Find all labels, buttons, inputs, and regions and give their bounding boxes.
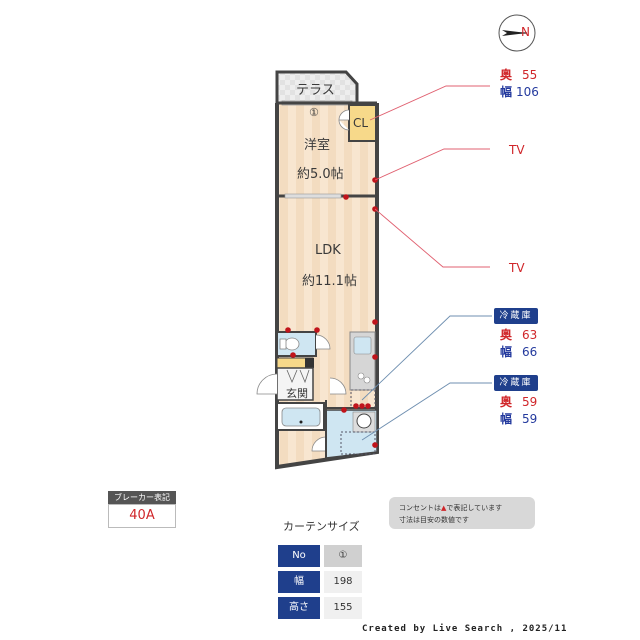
ldk-area: 約11.1帖 <box>302 274 357 289</box>
credit-text: Created by Live Search , 2025/11 <box>362 624 568 634</box>
ldk-label: LDK <box>315 243 341 258</box>
fridge-badge-2: 冷蔵庫 <box>494 375 538 391</box>
fridge-dimensions-2: 奥 59 幅 59 <box>500 394 537 428</box>
curtain-header-width: 幅 <box>278 571 320 593</box>
compass: N <box>497 13 537 53</box>
curtain-value-height: 155 <box>324 597 362 619</box>
western-room-label: 洋室 <box>304 138 331 153</box>
closet-label: CL <box>353 116 369 130</box>
depth-key: 奥 <box>500 395 513 409</box>
note-line1-pre: コンセントは <box>399 504 441 512</box>
note-box: コンセントは▲で表記しています 寸法は目安の数値です <box>389 497 535 529</box>
fridge2-width: 59 <box>522 412 538 426</box>
breaker-value: 40A <box>108 504 176 528</box>
western-room-area: 約5.0帖 <box>297 167 344 182</box>
breaker-title: ブレーカー表記 <box>108 491 176 504</box>
compass-north-icon <box>498 14 536 52</box>
closet-depth: 55 <box>522 68 538 82</box>
width-key: 幅 <box>500 412 513 426</box>
outlet-mark-icon: ▲ <box>441 504 447 512</box>
closet-width: 106 <box>516 85 539 99</box>
fridge-badge-1: 冷蔵庫 <box>494 308 538 324</box>
note-line2: 寸法は目安の数値です <box>399 516 469 524</box>
terrace-label: テラス <box>296 83 335 98</box>
curtain-value-no: ① <box>324 545 362 567</box>
fridge2-depth: 59 <box>522 395 538 409</box>
curtain-header-height: 高さ <box>278 597 320 619</box>
fridge-dimensions-1: 奥 63 幅 66 <box>500 327 537 361</box>
tv-label-1: TV <box>509 143 525 157</box>
width-key: 幅 <box>500 345 513 359</box>
fridge1-depth: 63 <box>522 328 538 342</box>
curtain-title: カーテンサイズ <box>283 520 360 533</box>
curtain-header-no: No <box>278 545 320 567</box>
depth-key: 奥 <box>500 328 513 342</box>
window-marker: ① <box>309 106 319 119</box>
compass-label: N <box>521 25 530 39</box>
tv-label-2: TV <box>509 261 525 275</box>
depth-key: 奥 <box>500 68 513 82</box>
width-key: 幅 <box>500 85 513 99</box>
curtain-value-width: 198 <box>324 571 362 593</box>
entrance-label: 玄関 <box>286 387 308 400</box>
note-line1-post: で表記しています <box>446 504 503 512</box>
fridge1-width: 66 <box>522 345 538 359</box>
